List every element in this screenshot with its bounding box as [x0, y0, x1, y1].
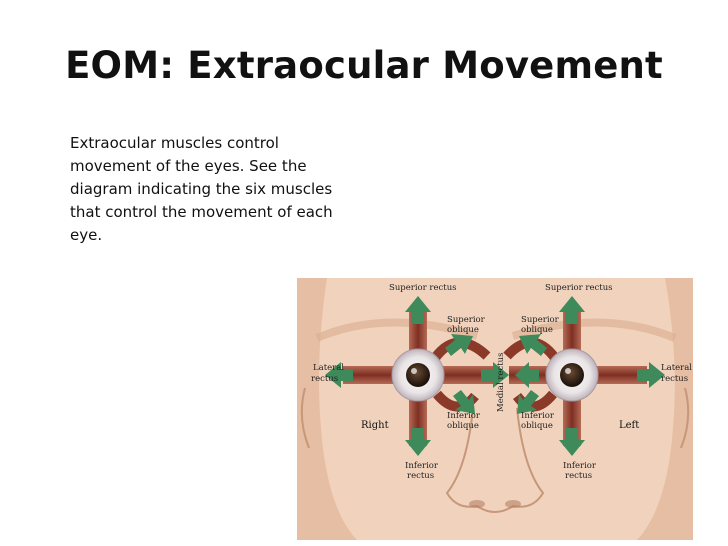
slide-title: EOM: Extraocular Movement: [65, 44, 663, 87]
face-shading: [297, 278, 357, 540]
arrow-up: [559, 296, 585, 324]
arrow-up-right: [445, 334, 473, 356]
label-inferior-oblique-right-1: Inferior: [447, 411, 481, 421]
arrow-down: [559, 428, 585, 456]
extraocular-muscles-diagram: Superior rectus Superior rectus Superior…: [297, 278, 693, 540]
label-side-left: Left: [619, 420, 639, 431]
label-inferior-oblique-left-2: oblique: [521, 421, 553, 431]
label-inferior-oblique-right-2: oblique: [447, 421, 479, 431]
label-side-right: Right: [361, 420, 389, 431]
iris: [406, 363, 430, 387]
face-background: [297, 278, 693, 540]
nostril: [469, 500, 485, 508]
arrow-right: [481, 362, 509, 388]
ear-shape: [680, 387, 690, 449]
label-lateral-rectus-right-1: Lateral: [313, 363, 344, 373]
ear-shape: [300, 387, 310, 449]
body-line: Extraocular muscles control: [70, 134, 279, 152]
arrow-up: [405, 296, 431, 324]
label-superior-oblique-right-1: Superior: [447, 315, 486, 325]
brow-shadow: [315, 318, 479, 342]
arrow-right: [637, 362, 665, 388]
label-superior-rectus-right: Superior rectus: [389, 283, 457, 293]
pupil-highlight: [411, 368, 417, 374]
label-inferior-oblique-left-1: Inferior: [521, 411, 555, 421]
lateral-rectus-muscle: [595, 366, 647, 384]
label-superior-rectus-left: Superior rectus: [545, 283, 613, 293]
label-medial-rectus: Medial rectus: [496, 353, 506, 413]
right-eye-group: [325, 296, 509, 456]
arrow-up-left: [519, 334, 547, 356]
label-superior-oblique-left-2: oblique: [521, 325, 553, 335]
label-lateral-rectus-right-2: rectus: [311, 374, 338, 384]
lateral-rectus-muscle: [343, 366, 395, 384]
label-lateral-rectus-left-2: rectus: [661, 374, 688, 384]
arrow-down-left: [517, 390, 539, 414]
label-inferior-rectus-right-1: Inferior: [405, 461, 439, 471]
brow-shadow: [511, 318, 677, 342]
body-line: diagram indicating the six muscles: [70, 180, 333, 198]
label-inferior-rectus-left-2: rectus: [565, 471, 592, 481]
label-inferior-rectus-right-2: rectus: [407, 471, 434, 481]
body-line: movement of the eyes. See the: [70, 157, 307, 175]
left-eye-group: [503, 296, 665, 456]
body-line: eye.: [70, 226, 103, 244]
face-shading: [637, 278, 693, 540]
arrow-down-right: [453, 390, 475, 414]
body-line: that control the movement of each: [70, 203, 333, 221]
label-lateral-rectus-left-1: Lateral: [661, 363, 692, 373]
arrow-left: [515, 362, 539, 388]
slide-body-text: Extraocular muscles control movement of …: [70, 132, 338, 247]
label-superior-oblique-left-1: Superior: [521, 315, 560, 325]
label-inferior-rectus-left-1: Inferior: [563, 461, 597, 471]
arrow-down: [405, 428, 431, 456]
nostril: [505, 500, 521, 508]
iris: [560, 363, 584, 387]
arrow-left: [325, 362, 353, 388]
label-superior-oblique-right-2: oblique: [447, 325, 479, 335]
medial-rectus-muscle: [441, 366, 493, 384]
nose-outline: [445, 407, 545, 513]
pupil-highlight: [565, 368, 571, 374]
